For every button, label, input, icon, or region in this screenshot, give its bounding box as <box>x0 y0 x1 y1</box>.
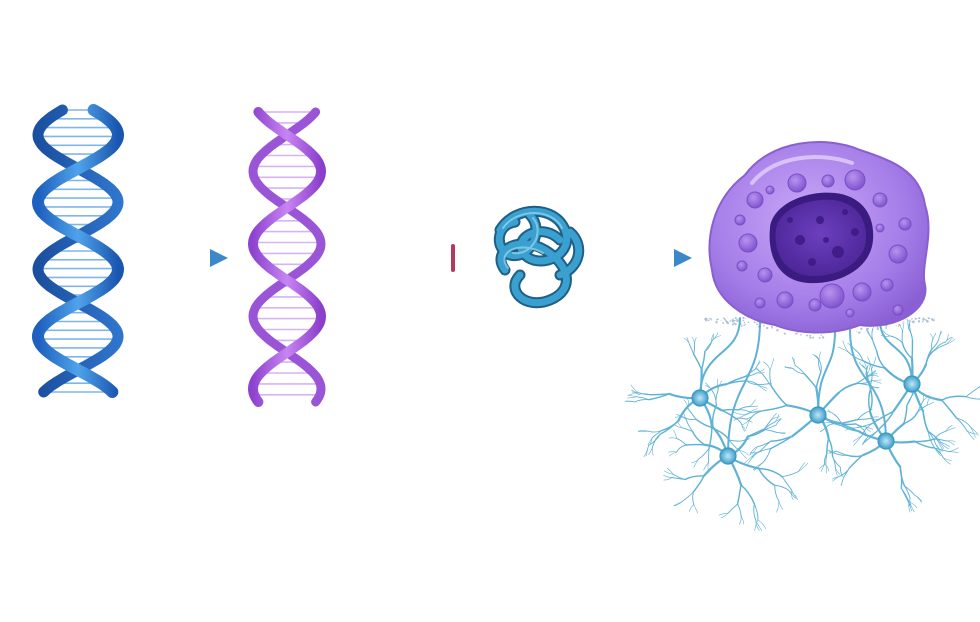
neuron-soma <box>877 432 895 450</box>
folded-protein-icon <box>493 205 585 309</box>
dna-double-helix-icon <box>31 104 125 398</box>
cell-with-neurons-icon <box>624 141 980 531</box>
neuron-soma <box>809 406 827 424</box>
activation-arrow-protein-to-cell <box>592 249 692 267</box>
neuron-network <box>624 317 980 531</box>
activation-arrow-dna-to-rna <box>130 249 228 267</box>
inhibition-bar-rna-to-protein <box>348 244 455 272</box>
neuron-soma <box>691 389 709 407</box>
neuron-soma <box>903 375 921 393</box>
cell-vesicles <box>734 169 912 318</box>
rna-helix-icon <box>247 107 327 407</box>
neuron-soma <box>719 447 737 465</box>
